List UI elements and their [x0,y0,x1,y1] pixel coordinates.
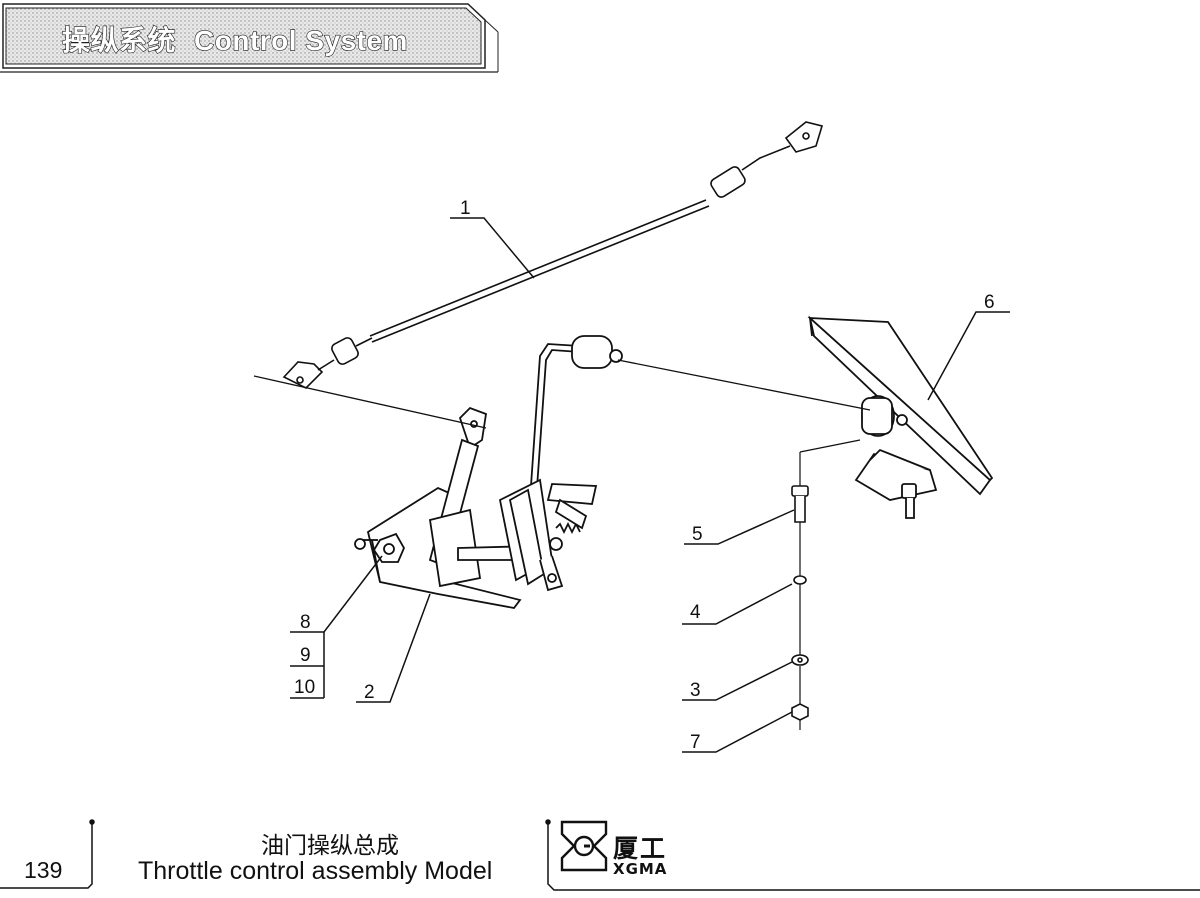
callout-5: 5 [692,524,703,545]
drawing-title-cn: 油门操纵总成 [261,833,399,859]
callout-1: 1 [460,198,471,219]
leader-lines [290,217,1010,753]
callout-6: 6 [984,292,995,313]
pedal-link-rod [529,335,871,503]
lever-bracket-assembly [253,375,598,609]
page-number: 139 [24,857,63,883]
callout-3: 3 [690,680,701,701]
drawing-title-en: Throttle control assembly Model [138,857,493,885]
throttle-pedal [807,315,994,519]
callout-7: 7 [690,732,701,753]
xgma-logo-icon [560,820,608,872]
callout-4: 4 [690,602,701,623]
callout-labels: 1 6 5 4 3 7 8 9 10 2 [294,198,995,753]
fastener-stack [791,439,861,730]
callout-8: 8 [300,612,311,633]
callout-10: 10 [294,677,315,698]
callout-2: 2 [364,682,375,703]
brand-name-en: XGMA [613,860,668,878]
footer-frame [0,819,1200,891]
brand-name-cn: 厦工 [613,834,668,863]
throttle-cable [282,121,824,389]
callout-9: 9 [300,645,311,666]
